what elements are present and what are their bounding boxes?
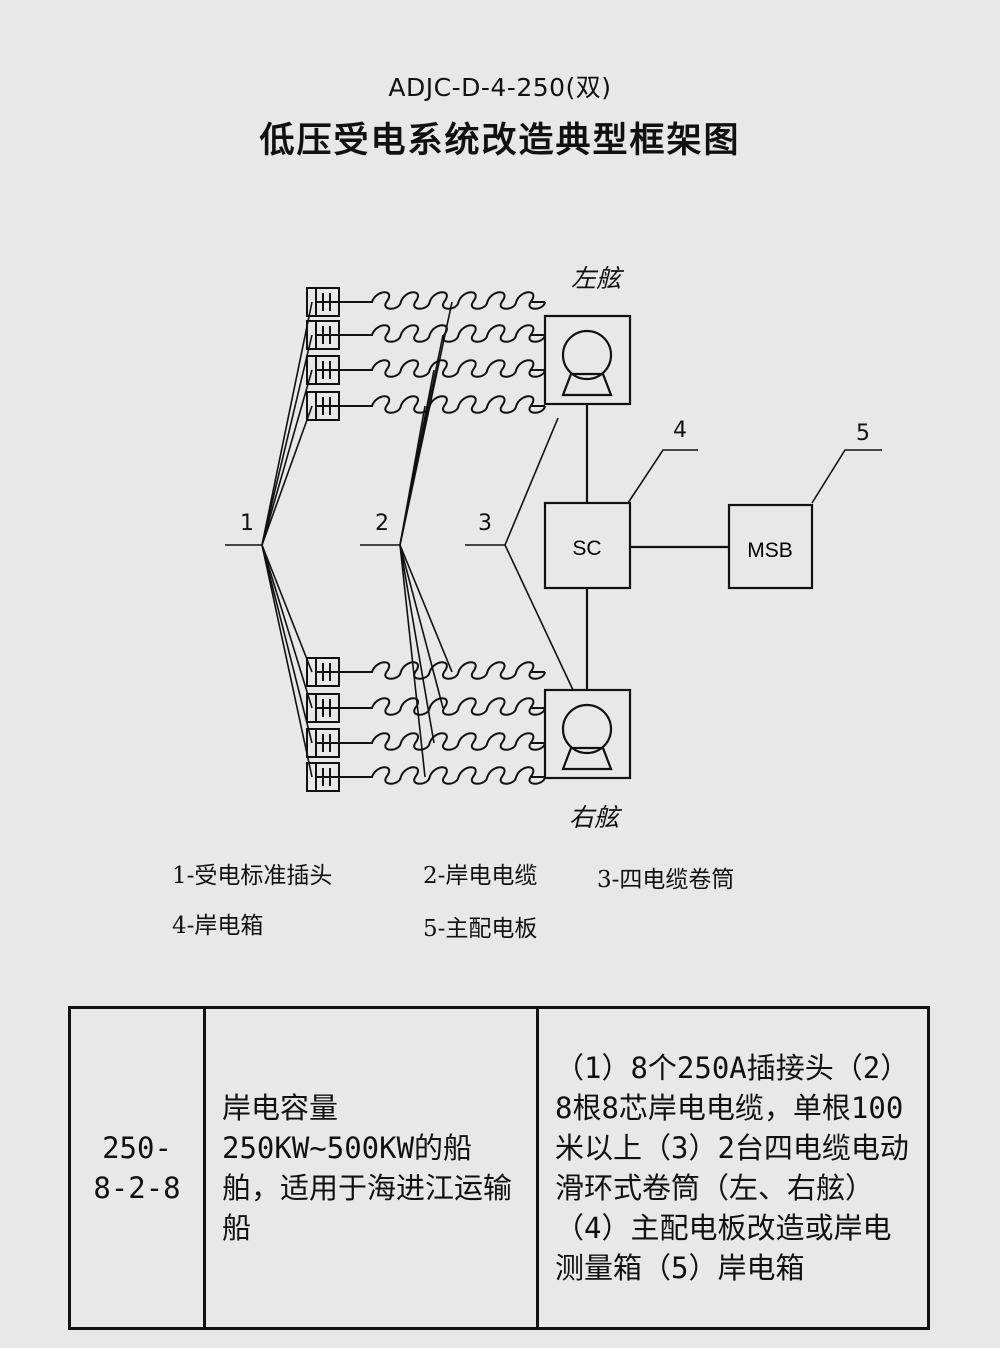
- shore-cable: [339, 291, 546, 310]
- configuration-value: （1）8个250A插接头（2）8根8芯岸电电缆，单根100米以上（3）2台四电缆…: [555, 1051, 910, 1285]
- legend-item-3: 3-四电缆卷筒: [597, 867, 735, 893]
- shore-cable: [339, 697, 546, 716]
- cable-reel-port: [543, 314, 632, 406]
- configuration-cell: （1）8个250A插接头（2）8根8芯岸电电缆，单根100米以上（3）2台四电缆…: [536, 1006, 930, 1330]
- callout-1: 1: [240, 511, 254, 536]
- model-cell: 250- 8-2-8: [68, 1006, 206, 1330]
- callout-3: 3: [478, 511, 492, 536]
- shore-cable: [339, 661, 546, 680]
- legend-item-1: 1-受电标准插头: [172, 863, 333, 889]
- plug-group: [306, 287, 340, 792]
- model-value: 250- 8-2-8: [93, 1131, 181, 1205]
- connection-lines: [261, 301, 453, 778]
- callout-1-line: [261, 544, 313, 673]
- callout-5: 5: [856, 421, 870, 446]
- callout-1-line: [261, 334, 313, 546]
- shore-cable: [339, 766, 546, 785]
- application-cell: 岸电容量250KW~500KW的船舶，适用于海进江运输船: [203, 1006, 539, 1330]
- table-row: 250- 8-2-8 岸电容量250KW~500KW的船舶，适用于海进江运输船 …: [68, 1006, 930, 1330]
- callout-2-line: [399, 544, 435, 744]
- shore-cable: [339, 395, 546, 414]
- port-side-label: 左舷: [571, 264, 625, 293]
- callout-2-line: [399, 544, 453, 673]
- spec-table: 250- 8-2-8 岸电容量250KW~500KW的船舶，适用于海进江运输船 …: [68, 1006, 930, 1330]
- sc-label: SC: [572, 537, 601, 560]
- shore-cable: [339, 359, 546, 378]
- callout-4: 4: [673, 418, 687, 443]
- callout-1-line: [261, 544, 313, 778]
- callout-2-line: [399, 405, 426, 546]
- standard-plug-icon: [306, 355, 340, 385]
- legend-item-2: 2-岸电电缆: [423, 863, 538, 889]
- cable-reel-starboard: [543, 688, 632, 780]
- callout-1-line: [261, 301, 313, 546]
- callout-2-line: [399, 544, 444, 709]
- msb-label: MSB: [747, 539, 793, 562]
- callout-2-line: [399, 544, 426, 778]
- standard-plug-icon: [306, 657, 340, 687]
- starboard-side-label: 右舷: [569, 803, 623, 832]
- callout-1-line: [261, 544, 313, 744]
- shore-cables: [339, 291, 546, 785]
- callout-leaders: [225, 417, 882, 691]
- legend-item-5: 5-主配电板: [423, 916, 538, 942]
- shore-cable: [339, 324, 546, 343]
- page-title: 低压受电系统改造典型框架图: [259, 121, 741, 161]
- callout-1-line: [261, 369, 313, 546]
- callout-2: 2: [375, 511, 389, 536]
- callout-1-line: [261, 544, 313, 709]
- bus-lines: [585, 404, 729, 690]
- callout-1-line: [261, 405, 313, 546]
- shore-cable: [339, 732, 546, 751]
- application-value: 岸电容量250KW~500KW的船舶，适用于海进江运输船: [222, 1091, 513, 1245]
- shore-power-diagram: SC MSB 1 2 3 4 5 左舷 右舷: [225, 264, 882, 832]
- standard-plug-icon: [306, 391, 340, 421]
- legend-item-4: 4-岸电箱: [172, 913, 264, 939]
- drawing-code: ADJC-D-4-250(双): [388, 73, 612, 102]
